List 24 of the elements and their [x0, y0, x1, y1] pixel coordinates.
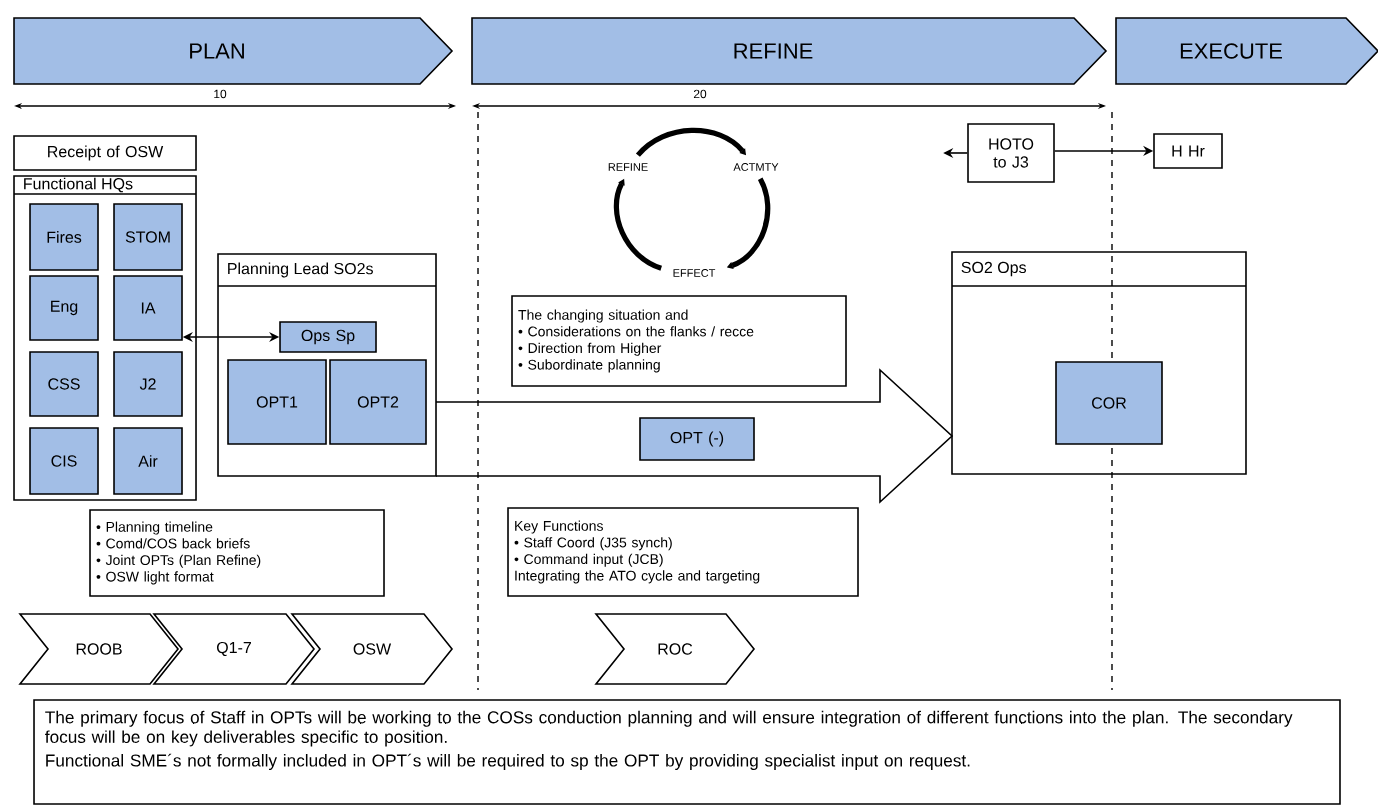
function-box: OPT (-) — [639, 417, 755, 461]
function-box: IA — [113, 275, 183, 341]
process-step: OSW — [290, 613, 454, 685]
function-box: COR — [1055, 361, 1163, 445]
function-box: Eng — [29, 275, 99, 341]
function-box: OPT2 — [329, 359, 427, 445]
function-box: CIS — [29, 427, 99, 495]
function-box: Fires — [29, 203, 99, 271]
process-step: Q1-7 — [152, 613, 316, 685]
label-box: HOTO to J3 — [967, 123, 1055, 183]
phase-banner: PLAN — [13, 17, 454, 85]
phase-banner: REFINE — [471, 17, 1108, 85]
function-box: OPT1 — [227, 359, 327, 445]
phase-banner: EXECUTE — [1115, 17, 1378, 85]
function-box: J2 — [113, 351, 183, 417]
label-box: H Hr — [1153, 133, 1223, 169]
function-box: Air — [113, 427, 183, 495]
function-box: STOM — [113, 203, 183, 271]
function-box: Ops Sp — [279, 321, 377, 353]
note-box: The primary focus of Staff in OPTs will be working to the COSs conduction planning and will ensure integration of different functions into the plan. The secondary focus will be on key deliverables specific to position. Functional SME´s not formally included in OPT´s will be required to sp the OPT by providing specialist input on request. — [33, 699, 1341, 805]
process-step: ROOB — [18, 613, 180, 685]
function-box: CSS — [29, 351, 99, 417]
label-box: Receipt of OSW — [13, 135, 197, 171]
process-step: ROC — [594, 613, 756, 685]
